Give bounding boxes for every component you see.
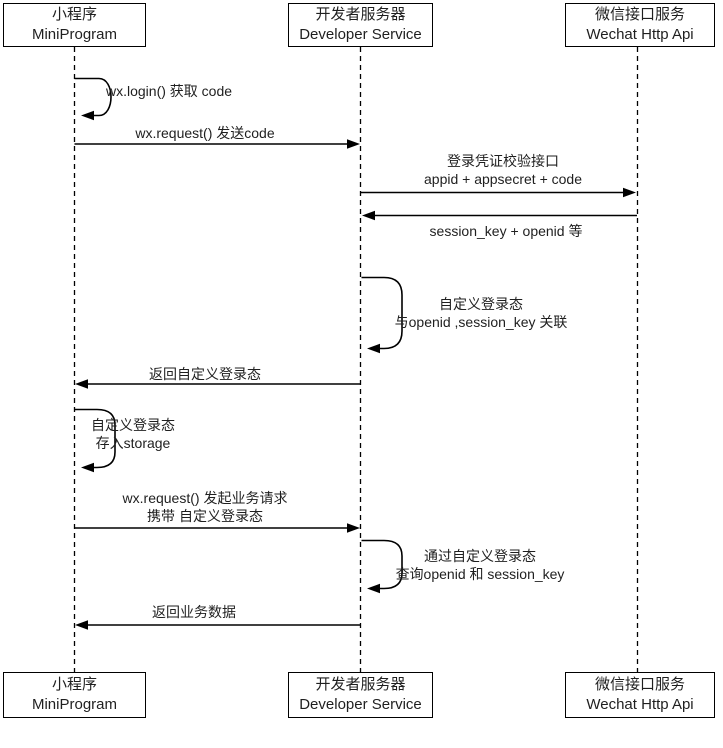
actor-bottom-developer-service: 开发者服务器 Developer Service [288,672,433,718]
arrow-session-key-return [362,210,637,221]
actor-name-zh: 微信接口服务 [594,676,685,693]
arrow-business-request [74,523,360,533]
self-arrow-wx-login [74,77,112,121]
actor-name-zh: 开发者服务器 [315,6,406,23]
arrow-code2session [361,187,636,198]
message-label-query-session: 通过自定义登录态 查询openid 和 session_key [395,548,565,582]
actor-name-en: Wechat Http Api [586,26,694,43]
self-arrow-save-storage [74,408,116,473]
arrow-send-code [74,139,360,149]
actor-name-en: Developer Service [299,696,422,713]
actor-name-zh: 微信接口服务 [594,6,685,23]
actor-bottom-wechat-api: 微信接口服务 Wechat Http Api [565,672,715,718]
message-label-return-custom-session: 返回自定义登录态 [149,366,261,382]
actor-top-miniprogram: 小程序 MiniProgram [3,3,146,47]
self-arrow-query-session [361,539,403,594]
actor-name-en: MiniProgram [31,26,118,43]
message-label-send-code: wx.request() 发送code [135,125,275,141]
message-label-create-session: 自定义登录态 与openid ,session_key 关联 [394,296,568,330]
actor-name-en: Developer Service [299,26,422,43]
message-label-return-business-data: 返回业务数据 [152,604,236,620]
actor-name-zh: 小程序 [51,6,97,23]
message-label-session-key-return: session_key + openid 等 [429,223,583,239]
message-label-code2session: 登录凭证校验接口 appid + appsecret + code [423,153,583,187]
message-label-save-storage: 自定义登录态 存入storage [91,417,175,451]
arrow-return-business-data [75,620,361,630]
message-label-business-request: wx.request() 发起业务请求 携带 自定义登录态 [122,490,288,524]
actor-name-zh: 小程序 [51,676,97,693]
self-arrow-create-session [361,276,403,354]
message-label-wx-login: wx.login() 获取 code [106,83,233,99]
actor-top-wechat-api: 微信接口服务 Wechat Http Api [565,3,715,47]
actor-name-zh: 开发者服务器 [315,676,406,693]
actor-name-en: MiniProgram [31,696,118,713]
actor-top-developer-service: 开发者服务器 Developer Service [288,3,433,47]
actor-name-en: Wechat Http Api [586,696,694,713]
actor-bottom-miniprogram: 小程序 MiniProgram [3,672,146,718]
arrow-return-custom-session [75,379,361,389]
